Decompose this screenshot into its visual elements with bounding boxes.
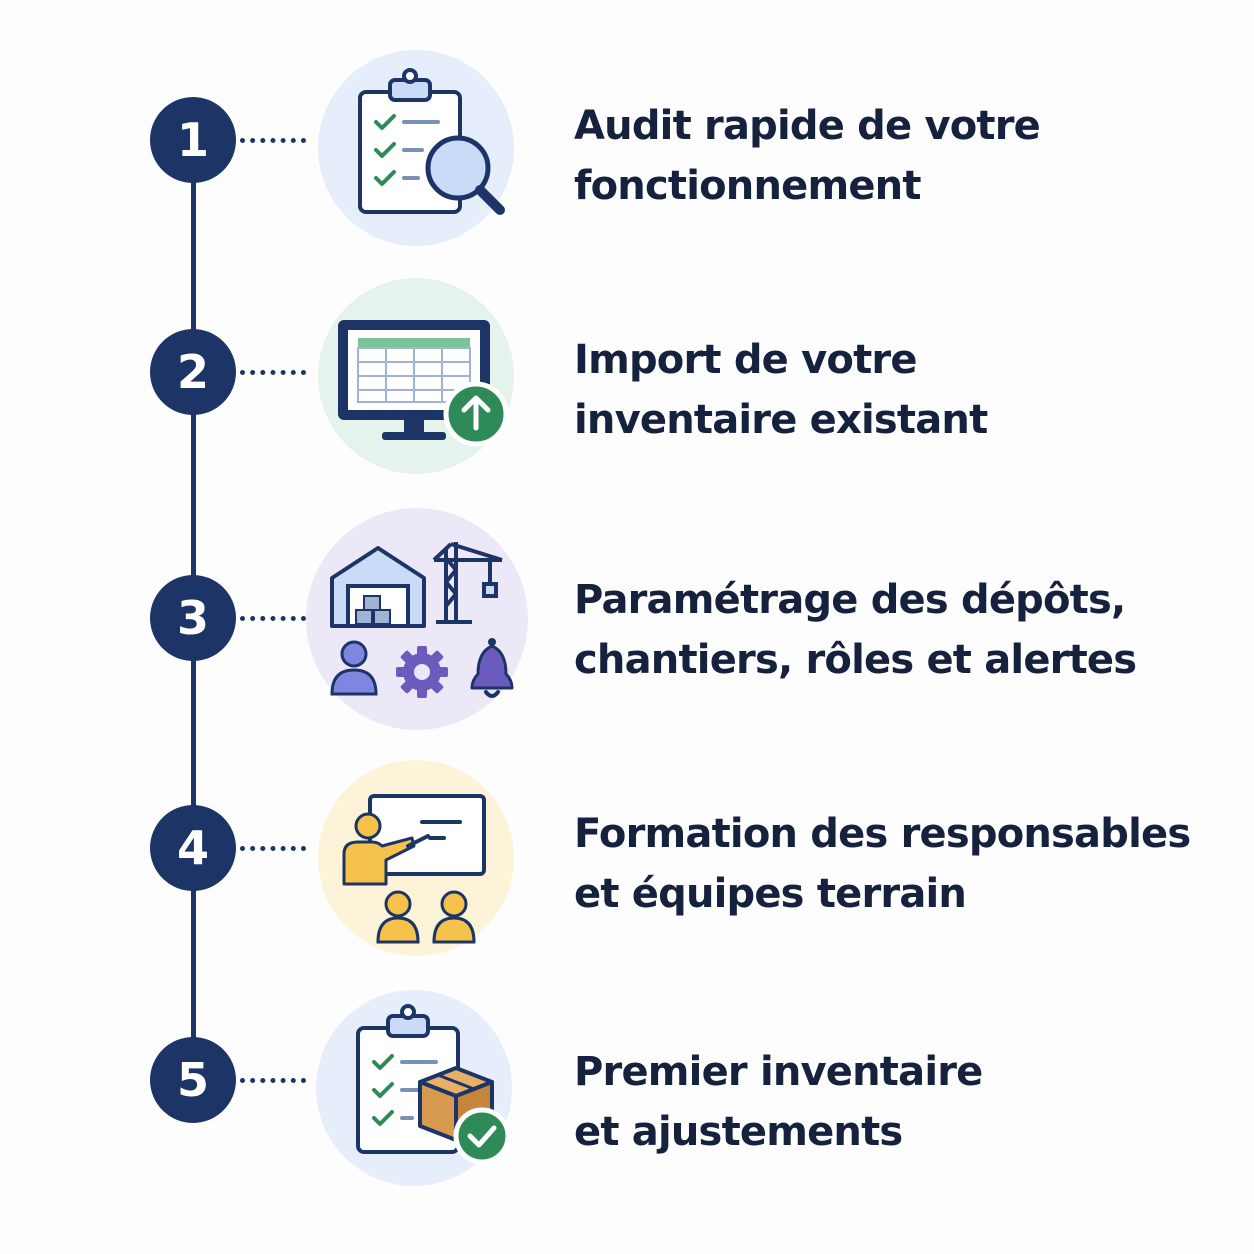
step-number-badge: 4	[150, 805, 236, 891]
step-text-line-1: Audit rapide de votre	[574, 103, 1041, 149]
step-connector-dots	[240, 138, 306, 143]
audience-icon	[376, 890, 476, 944]
step-3: 3	[0, 496, 1254, 736]
step-text-line-1: Import de votre	[574, 337, 917, 383]
step-text-line-1: Premier inventaire	[574, 1049, 983, 1095]
warehouse-crane-settings-icon	[330, 542, 514, 698]
step-text: Formation des responsables et équipes te…	[574, 804, 1194, 924]
step-connector-dots	[240, 616, 306, 621]
user-icon	[330, 640, 378, 696]
step-text: Import de votre inventaire existant	[574, 330, 1194, 450]
step-text-line-2: chantiers, rôles et alertes	[574, 637, 1137, 683]
step-text-line-2: et équipes terrain	[574, 871, 967, 917]
step-text-line-2: fonctionnement	[574, 163, 921, 209]
step-connector-dots	[240, 1078, 306, 1083]
step-connector-dots	[240, 846, 306, 851]
crane-icon	[432, 542, 503, 624]
step-text-line-2: inventaire existant	[574, 397, 988, 443]
training-presentation-icon	[342, 794, 486, 944]
step-connector-dots	[240, 370, 306, 375]
step-number-badge: 2	[150, 329, 236, 415]
step-number-badge: 1	[150, 97, 236, 183]
bell-icon	[470, 638, 514, 698]
step-1: 1 Audit rapide de votre fonctionnement	[0, 20, 1254, 260]
step-text-line-1: Formation des responsables	[574, 811, 1191, 857]
step-text-line-1: Paramétrage des dépôts,	[574, 577, 1126, 623]
clipboard-box-check-icon	[356, 1004, 511, 1165]
warehouse-icon	[330, 546, 426, 628]
step-5: 5 Premier inventaire et ajustements	[0, 960, 1254, 1200]
step-text-line-2: et ajustements	[574, 1109, 903, 1155]
step-number-badge: 5	[150, 1037, 236, 1123]
gear-icon	[396, 646, 448, 698]
step-number-badge: 3	[150, 575, 236, 661]
step-text: Premier inventaire et ajustements	[574, 1042, 1194, 1162]
clipboard-magnifier-icon	[358, 68, 505, 215]
step-text: Paramétrage des dépôts, chantiers, rôles…	[574, 570, 1194, 690]
step-4: 4 Formation des responsables et équipes …	[0, 732, 1254, 972]
monitor-upload-icon	[338, 320, 509, 447]
presenter-icon	[342, 812, 416, 886]
step-2: 2 Import de votre inventaire e	[0, 252, 1254, 492]
step-text: Audit rapide de votre fonctionnement	[574, 96, 1194, 216]
